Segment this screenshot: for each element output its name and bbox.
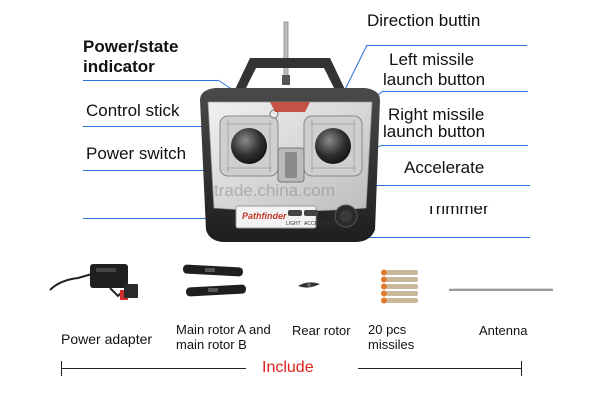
accelerate-label: Accelerate (404, 158, 485, 177)
light-button (288, 210, 302, 216)
leader-line-accelerate (368, 185, 530, 186)
power-state-label-1: Power/state (83, 37, 179, 56)
antenna-mast (283, 21, 289, 83)
right-control-stick (315, 128, 351, 164)
leader-line-switch (83, 170, 213, 171)
accelerate-button (304, 210, 318, 216)
include-rule-left (61, 368, 246, 369)
remote-controller: Pathfinder LIGHT ACCELERATE trade.china.… (200, 21, 380, 242)
trimmer-label: Trimmer (426, 199, 489, 218)
brand-text: Pathfinder (242, 211, 287, 221)
leader-line-right-missile (383, 145, 528, 146)
missiles-label-2: missiles (368, 337, 415, 352)
direction-button-label: Direction buttin (367, 11, 481, 30)
antenna-image (449, 288, 553, 291)
power-adapter-label: Power adapter (61, 331, 153, 347)
include-rule-right (358, 368, 522, 369)
missiles-label-1: 20 pcs (368, 322, 407, 337)
right-missile-label-2: launch button (383, 122, 486, 141)
leader-line-power (83, 80, 218, 81)
main-rotor-label-1: Main rotor A and (176, 322, 271, 337)
light-text: LIGHT (286, 221, 301, 227)
antenna-label: Antenna (479, 323, 528, 338)
main-rotor-label-2: main rotor B (176, 337, 247, 352)
power-state-label-2: indicator (83, 57, 155, 76)
left-missile-label-2: launch button (383, 70, 486, 89)
watermark-text: trade.china.com (214, 181, 335, 200)
include-title: Include (262, 359, 314, 376)
accel-text: ACCELERATE (304, 221, 338, 227)
right-missile-label-1: Right missile (388, 105, 485, 124)
power-adapter-image (49, 264, 138, 300)
leader-line-trimmer (83, 218, 213, 219)
control-stick-label: Control stick (86, 101, 180, 120)
missiles-image (381, 269, 418, 304)
left-missile-label-1: Left missile (389, 50, 475, 69)
leader-line-trimmer-right (368, 237, 530, 238)
left-control-stick (231, 128, 267, 164)
include-rule-right-end (521, 361, 522, 376)
rear-rotor-image (298, 282, 320, 288)
power-switch-label: Power switch (86, 144, 187, 163)
included-items (49, 264, 553, 304)
main-rotor-image (182, 264, 247, 297)
leader-line-direction (367, 45, 527, 46)
rear-rotor-label: Rear rotor (292, 323, 351, 338)
leader-line-control (83, 126, 213, 127)
leader-line-left-missile (383, 91, 528, 92)
